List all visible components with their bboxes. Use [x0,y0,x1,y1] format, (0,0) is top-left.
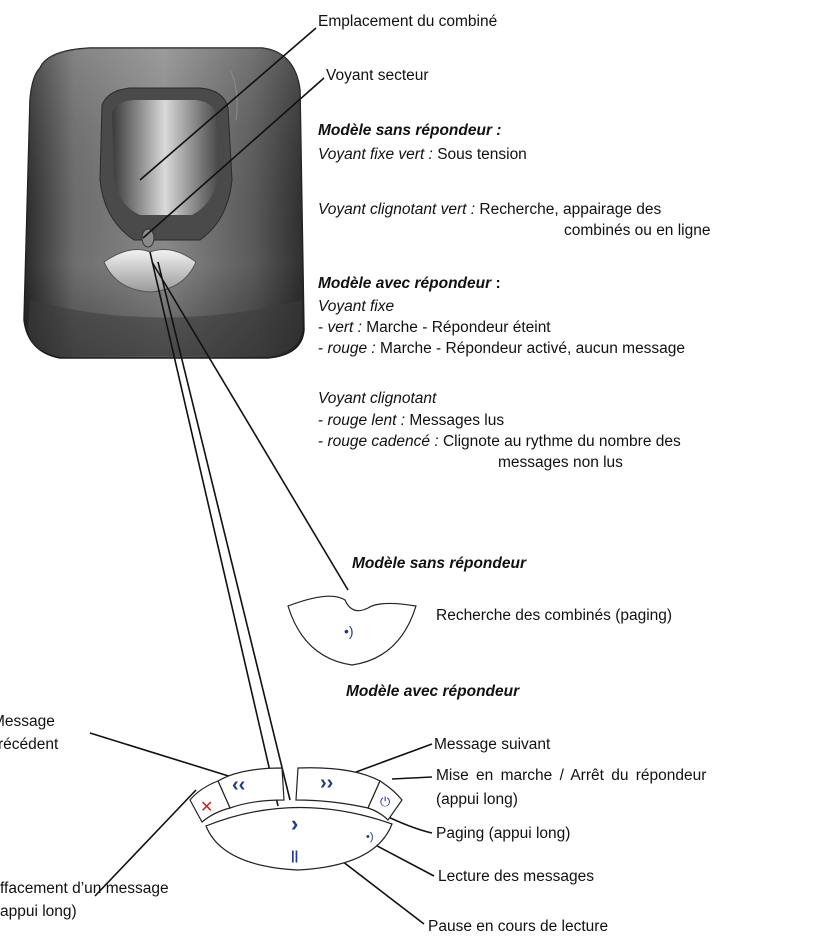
paging-wave-icon[interactable]: •) [344,623,354,639]
am-heading: Modèle avec répondeur [318,275,492,292]
previous-message-label-1: Message [0,713,55,730]
steady-green-line: Voyant fixe vert : Sous tension [318,145,527,164]
blinking-item-label: rouge lent : [327,412,406,429]
pause-label: Pause en cours de lecture [428,918,609,935]
blinking-item-text: Messages lus [409,412,505,429]
delete-label-1: ffacement d’un message [0,880,169,897]
blinking-item-slow: - rouge lent : Messages lus [318,411,504,430]
mains-led-label: Voyant secteur [326,67,429,84]
blinking-item-label: rouge cadencé : [327,433,439,450]
power-icon[interactable]: ⏻ [380,794,391,809]
rewind-icon[interactable]: ‹‹ [232,774,246,796]
pause-icon[interactable]: || [291,848,299,863]
paging-label: Paging (appui long) [436,825,571,842]
next-message-label: Message suivant [434,736,551,753]
paging-panel-heading: Modèle sans répondeur [352,555,526,572]
handset-location-label: Emplacement du combiné [318,13,498,30]
blinking-heading: Voyant clignotant [318,390,437,407]
delete-label-2: appui long) [0,903,77,920]
blinking-item-fast: - rouge cadencé : Clignote au rythme du … [318,432,681,451]
steady-item-label: rouge : [327,340,376,357]
am-heading-line: Modèle avec répondeur : [318,274,501,293]
blinking-green-text-2: combinés ou en ligne [564,222,711,239]
dash: - [318,319,328,336]
play-icon[interactable]: › [291,811,299,836]
no-am-heading: Modèle sans répondeur : [318,122,502,139]
am-heading-colon: : [495,275,501,292]
steady-item-green: - vert : Marche - Répondeur éteint [318,318,551,337]
paging-panel-button-label: Recherche des combinés (paging) [436,607,673,624]
blinking-green-line: Voyant clignotant vert : Recherche, appa… [318,200,661,219]
dash: - [318,412,328,429]
am-paging-icon[interactable]: •) [366,831,374,843]
leader-lines [89,27,435,925]
blinking-item-fast-text-2: messages non lus [498,454,623,471]
blinking-item-text: Clignote au rythme du nombre des [442,433,681,450]
answering-machine-panel [189,767,403,871]
steady-green-text: Sous tension [437,146,527,163]
dash: - [318,433,328,450]
steady-green-label: Voyant fixe vert : [318,146,433,163]
base-station-image [23,47,305,359]
delete-icon[interactable]: ✕ [200,799,214,816]
am-panel-heading: Modèle avec répondeur [346,683,520,700]
steady-item-red: - rouge : Marche - Répondeur activé, auc… [318,339,685,358]
dash: - [318,340,328,357]
blinking-green-label: Voyant clignotant vert : [318,201,476,218]
play-label: Lecture des messages [438,868,594,885]
steady-item-label: vert : [327,319,362,336]
steady-item-text: Marche - Répondeur activé, aucun message [380,340,686,357]
blinking-green-text-1: Recherche, appairage des [479,201,662,218]
forward-icon[interactable]: ›› [320,772,334,794]
power-label-1: Mise en marche / Arrêt du répondeur [436,767,707,784]
previous-message-label-2: récédent [0,736,59,753]
power-label-2: (appui long) [436,791,518,808]
steady-heading: Voyant fixe [318,298,395,315]
paging-button-panel [287,595,417,666]
steady-item-text: Marche - Répondeur éteint [366,319,551,336]
